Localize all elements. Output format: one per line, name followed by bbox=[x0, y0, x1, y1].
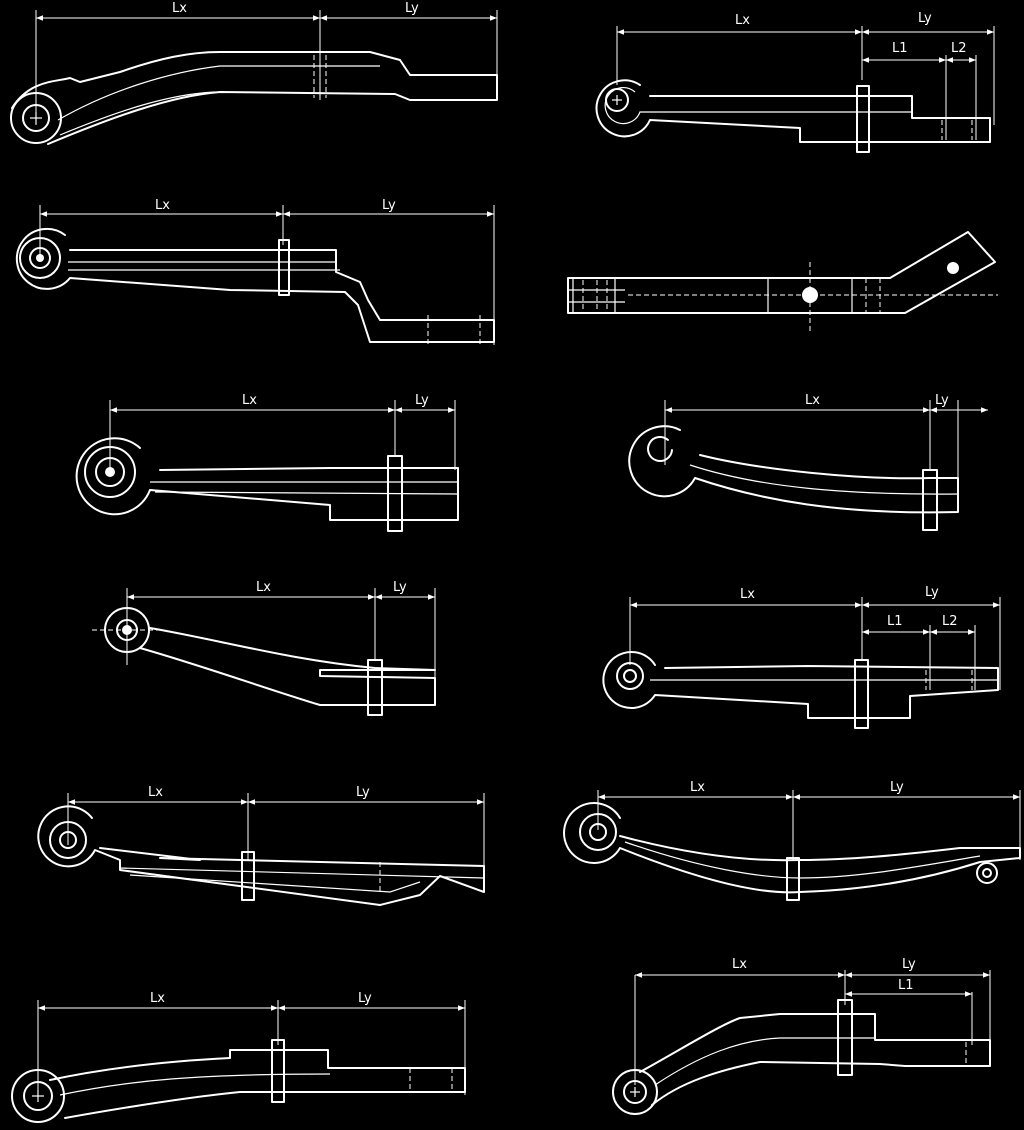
lx-label: Lx bbox=[242, 393, 257, 408]
ly-label: Ly bbox=[393, 580, 407, 595]
ly-label: Ly bbox=[415, 393, 429, 408]
ly-label: Ly bbox=[405, 1, 419, 16]
ly-label: Ly bbox=[918, 11, 932, 26]
spring-diagram-7: Lx Ly bbox=[92, 580, 436, 716]
lx-label: Lx bbox=[732, 957, 747, 972]
l2-label: L2 bbox=[942, 614, 958, 629]
ly-label: Ly bbox=[358, 991, 372, 1006]
spring-diagram-3: Lx Ly bbox=[15, 198, 495, 345]
lx-label: Lx bbox=[735, 13, 750, 28]
ly-label: Ly bbox=[935, 393, 949, 408]
lx-label: Lx bbox=[148, 785, 163, 800]
ly-label: Ly bbox=[890, 780, 904, 795]
spring-diagram-8: Lx Ly L1 L2 bbox=[602, 585, 1001, 729]
spring-diagram-6: Lx Ly bbox=[628, 393, 988, 531]
spring-diagram-9: Lx Ly bbox=[37, 785, 485, 906]
lx-label: Lx bbox=[155, 198, 170, 213]
lx-label: Lx bbox=[805, 393, 820, 408]
spring-diagram-10: Lx Ly bbox=[563, 780, 1021, 901]
ly-label: Ly bbox=[925, 585, 939, 600]
spring-diagram-12: Lx Ly L1 bbox=[612, 957, 991, 1115]
spring-diagram-2: Lx Ly L1 L2 bbox=[595, 11, 995, 153]
l2-label: L2 bbox=[951, 41, 967, 56]
ly-label: Ly bbox=[902, 957, 916, 972]
spring-diagram-5: Lx Ly bbox=[75, 393, 459, 532]
lx-label: Lx bbox=[256, 580, 271, 595]
ly-label: Ly bbox=[356, 785, 370, 800]
spring-diagram-4 bbox=[567, 231, 998, 333]
lx-label: Lx bbox=[740, 587, 755, 602]
l1-label: L1 bbox=[887, 614, 903, 629]
lx-label: Lx bbox=[172, 1, 187, 16]
lx-label: Lx bbox=[150, 991, 165, 1006]
lx-label: Lx bbox=[690, 780, 705, 795]
ly-label: Ly bbox=[382, 198, 396, 213]
spring-diagram-11: Lx Ly bbox=[11, 991, 466, 1123]
l1-label: L1 bbox=[892, 41, 908, 56]
spring-diagram-1: Lx Ly bbox=[10, 1, 498, 145]
l1-label: L1 bbox=[898, 978, 914, 993]
